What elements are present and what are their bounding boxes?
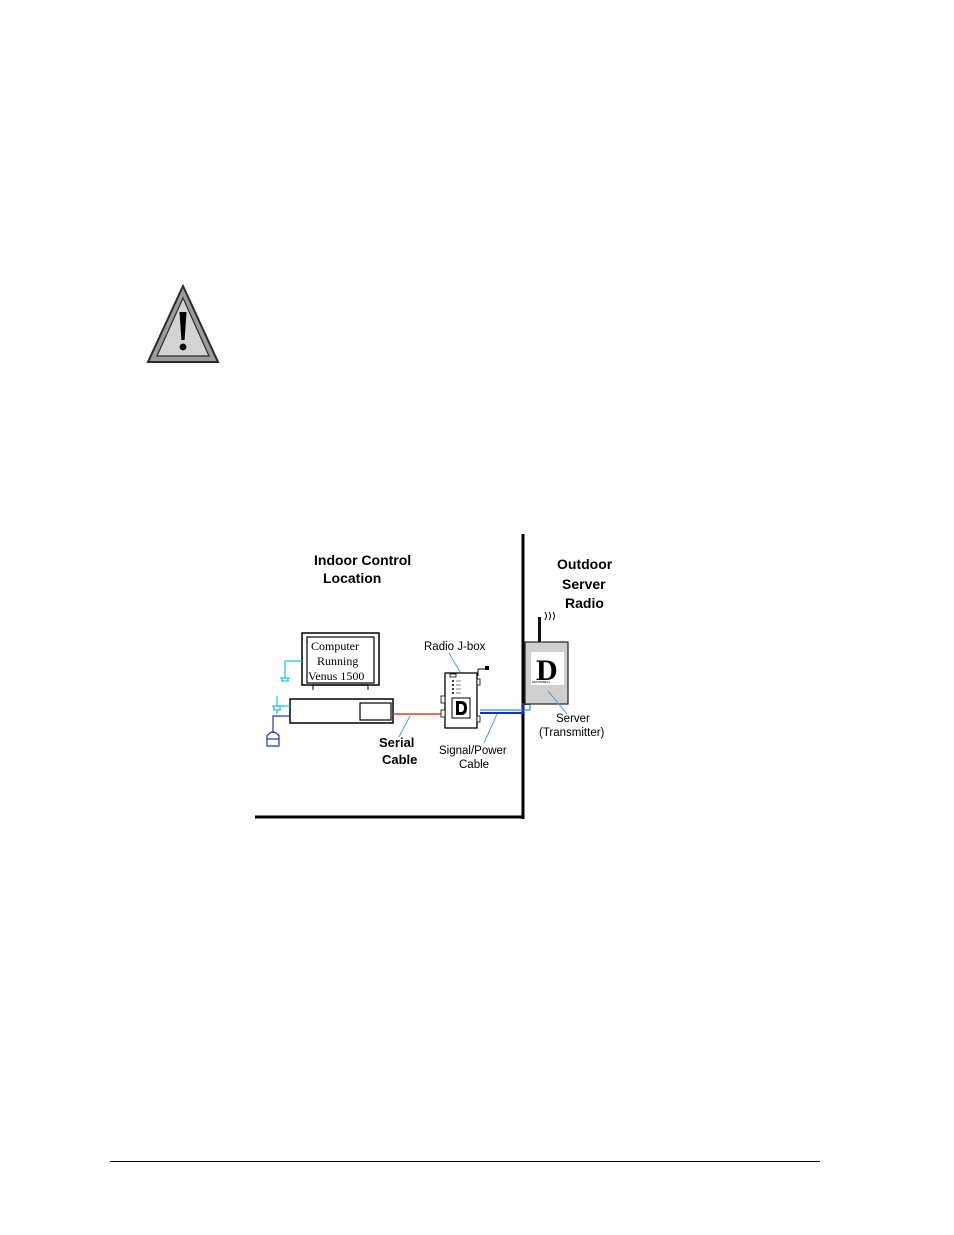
server-logo-brand: DAKTRONICS — [532, 680, 550, 684]
outdoor-radio-label-line2: Server — [562, 576, 606, 592]
serial-cable-leader-line — [398, 715, 411, 738]
computer-text-line1: Computer — [311, 639, 359, 653]
serial-cable-label-line2: Cable — [382, 752, 417, 767]
server-transmitter: D DAKTRONICS — [524, 611, 569, 705]
server-label-line1: Server — [556, 713, 590, 725]
indoor-location-label-line2: Location — [323, 570, 381, 586]
footer-rule — [110, 1161, 820, 1162]
signal-cable-label-line1: Signal/Power — [439, 745, 507, 757]
signal-cable-label-line2: Cable — [459, 759, 489, 771]
serial-cable-label-line1: Serial — [379, 735, 414, 750]
server-logo-letter: D — [536, 654, 558, 687]
computer-monitor: Computer Running Venus 1500 — [301, 632, 380, 690]
outdoor-radio-label-line3: Radio — [565, 595, 604, 611]
radio-jbox-leader-line — [448, 652, 461, 673]
server-leader-line — [547, 690, 568, 715]
radio-jbox — [440, 666, 489, 729]
radio-jbox-label: Radio J-box — [424, 641, 486, 653]
outdoor-radio-label-line1: Outdoor — [557, 556, 613, 572]
installation-diagram: Indoor Control Location Outdoor Server R… — [255, 534, 613, 819]
computer-text-line3: Venus 1500 — [308, 669, 364, 683]
server-label-line2: (Transmitter) — [539, 727, 605, 739]
mouse-icon — [266, 715, 290, 747]
monitor-power-plug-icon — [280, 660, 302, 682]
case-power-plug-icon — [272, 696, 290, 714]
indoor-location-label-line1: Indoor Control — [314, 552, 411, 568]
computer-text-line2: Running — [317, 654, 358, 668]
computer-case — [289, 698, 394, 724]
signal-cable-leader-line — [483, 713, 498, 744]
warning-triangle-icon — [146, 284, 220, 363]
